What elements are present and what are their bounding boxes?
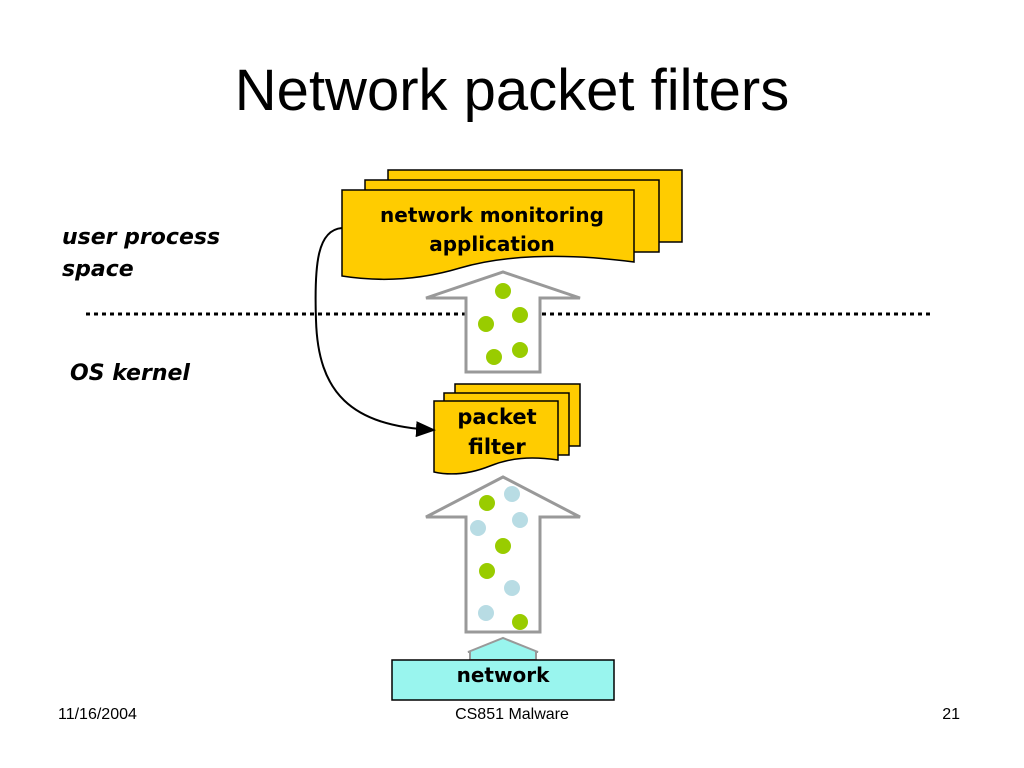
footer-page-number: 21 (942, 706, 960, 723)
filtered-packets (478, 283, 528, 365)
app-label-line2: application (429, 232, 555, 256)
upper-block-arrow (425, 270, 581, 374)
packet-dot (495, 538, 511, 554)
lower-block-arrow (425, 475, 581, 634)
user-process-space-label: user process space (62, 222, 220, 286)
packet-dot (495, 283, 511, 299)
network-label: network (457, 663, 550, 687)
network-box: network (391, 636, 615, 701)
os-kernel-label: OS kernel (70, 361, 190, 386)
slide-title: Network packet filters (234, 58, 790, 123)
user-process-label-line2: space (62, 257, 134, 282)
packet-dot (478, 605, 494, 621)
packet-dot (479, 495, 495, 511)
packet-dot (470, 520, 486, 536)
packet-dot (512, 307, 528, 323)
network-monitoring-application-box: network monitoring application (341, 169, 683, 281)
packet-dot (479, 563, 495, 579)
network-box-arrow-tip (467, 636, 539, 661)
network-box-body (391, 659, 615, 701)
packet-dot (486, 349, 502, 365)
footer-date: 11/16/2004 (58, 706, 137, 723)
filter-label-line2: filter (468, 435, 526, 459)
packet-dot (504, 580, 520, 596)
app-stack-front-page (341, 189, 635, 281)
packet-dot (512, 512, 528, 528)
footer-course: CS851 Malware (455, 706, 569, 723)
app-label-line1: network monitoring (380, 203, 604, 227)
filter-label-line1: packet (457, 405, 536, 429)
packet-filter-box: packet filter (433, 383, 581, 475)
packet-dot (504, 486, 520, 502)
filter-install-arrow (314, 227, 436, 438)
packet-dot (512, 614, 528, 630)
filter-stack-front-page (433, 400, 559, 475)
packet-dot (478, 316, 494, 332)
user-process-label-line1: user process (62, 225, 221, 250)
raw-packets (470, 486, 528, 630)
packet-dot (512, 342, 528, 358)
